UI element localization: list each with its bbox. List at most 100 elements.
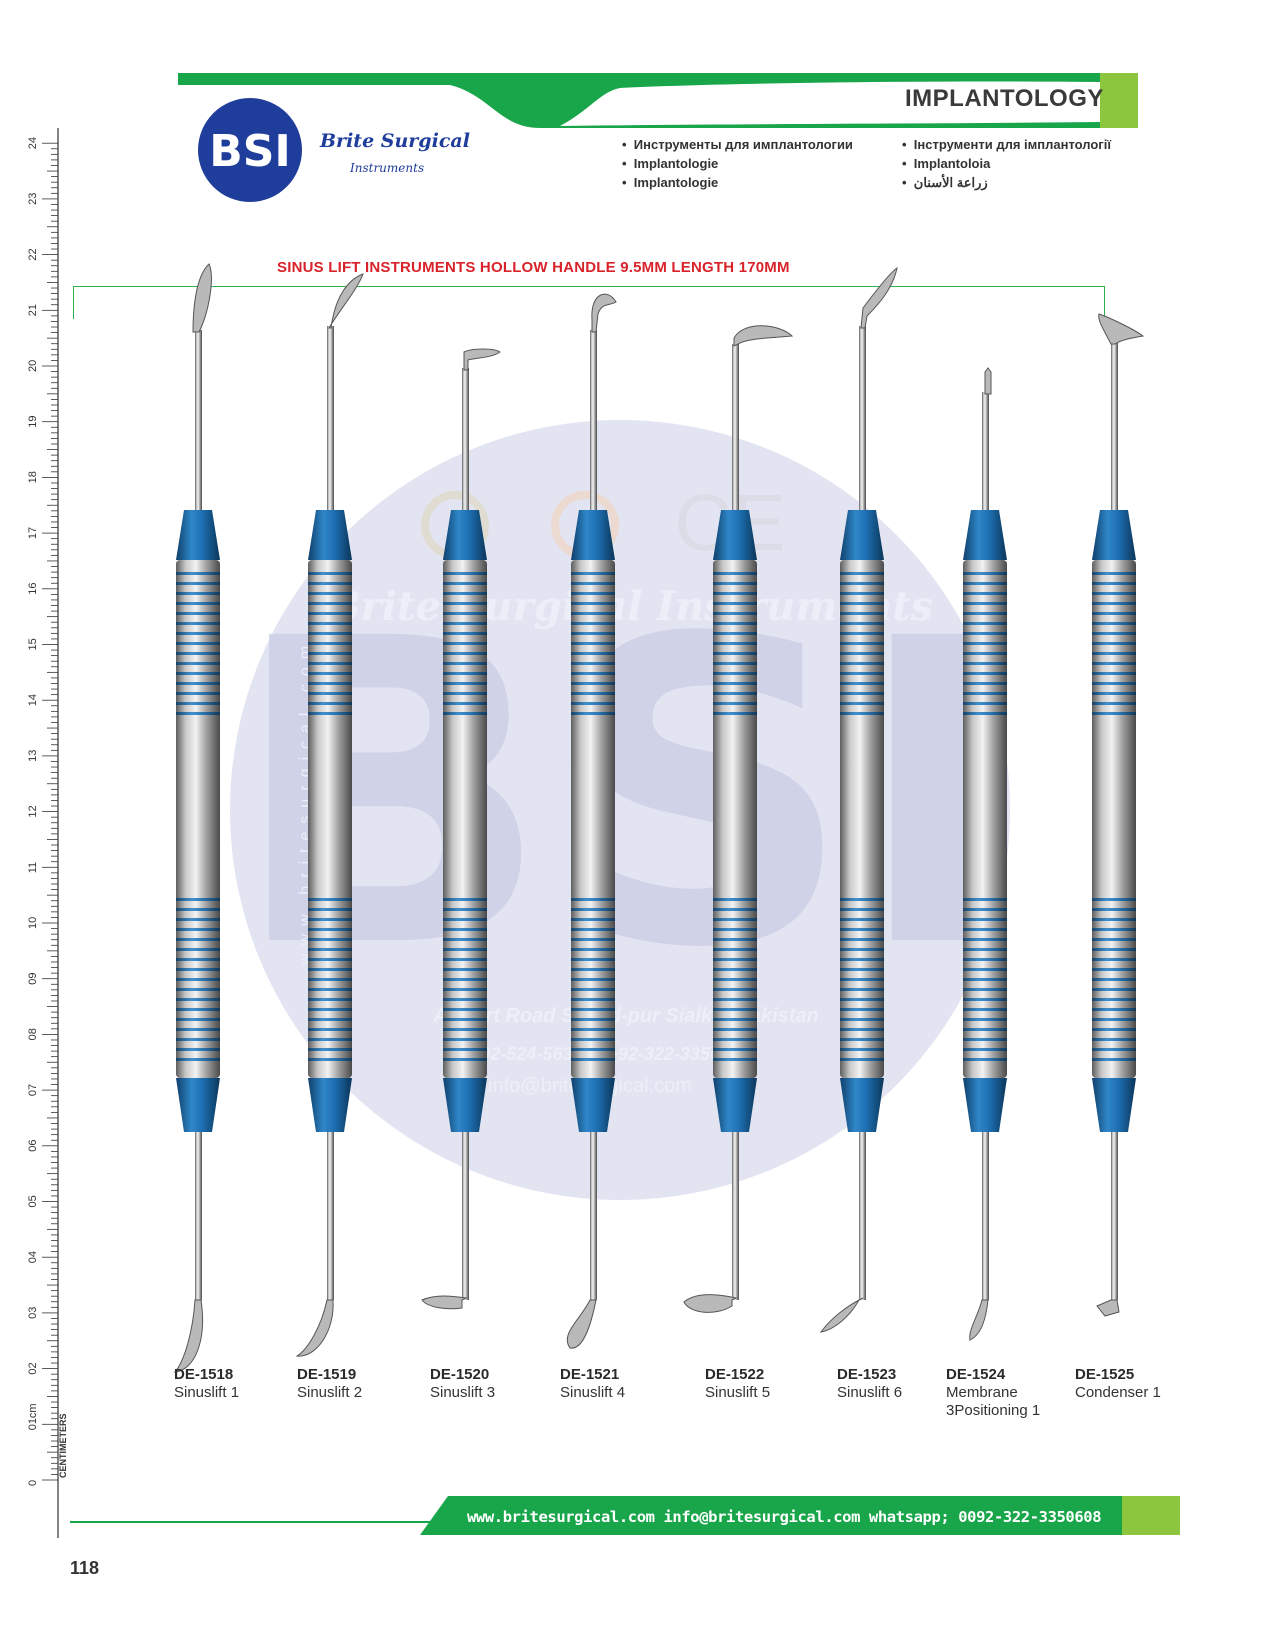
grip-ring (1092, 582, 1136, 585)
grip-ring (713, 948, 757, 951)
grip-ring (571, 632, 615, 635)
grip-ring (840, 622, 884, 625)
grip-ring (443, 702, 487, 705)
grip-ring (840, 592, 884, 595)
blue-collar-bottom (176, 1078, 220, 1132)
grip-ring (840, 692, 884, 695)
grip-ring (1092, 908, 1136, 911)
grip-ring (1092, 968, 1136, 971)
grip-ring (840, 948, 884, 951)
section-title: IMPLANTOLOGY (905, 85, 1104, 112)
ruler-label: 21 (27, 304, 39, 316)
grip-ring (713, 988, 757, 991)
grip-ring (443, 612, 487, 615)
grip-ring (713, 1048, 757, 1051)
grip-ring (308, 958, 352, 961)
grip-ring (308, 592, 352, 595)
grip-ring (840, 1028, 884, 1031)
grip-ring (963, 692, 1007, 695)
working-tip-top (733, 325, 794, 347)
grip-ring (308, 632, 352, 635)
grip-ring (840, 702, 884, 705)
ruler-label: 01cm (27, 1403, 39, 1430)
grip-ring (713, 592, 757, 595)
grip-ring (571, 1018, 615, 1021)
grip-ring (571, 642, 615, 645)
grip-ring (713, 662, 757, 665)
grip-ring (713, 1058, 757, 1061)
ruler-label: 16 (27, 583, 39, 595)
working-shaft-top (732, 344, 739, 510)
product-code: DE-1525 (1075, 1366, 1135, 1383)
grip-ring (571, 1048, 615, 1051)
grip-ring (308, 1048, 352, 1051)
grip-ring (443, 988, 487, 991)
brand-subtitle: Instruments (350, 161, 425, 175)
grip-ring (963, 1038, 1007, 1041)
grip-ring (840, 898, 884, 901)
grip-ring (1092, 662, 1136, 665)
grip-ring (963, 968, 1007, 971)
product-name-line2: 3Positioning 1 (946, 1402, 1041, 1419)
translation-french: Implantologie (622, 173, 853, 192)
grip-ring (1092, 682, 1136, 685)
grip-ring (308, 1008, 352, 1011)
grip-ring (713, 968, 757, 971)
grip-ring (840, 582, 884, 585)
product-name: Sinuslift 1 (174, 1384, 240, 1401)
grip-ring (571, 652, 615, 655)
grip-ring (1092, 602, 1136, 605)
grip-ring (571, 702, 615, 705)
working-shaft-bottom (1111, 1132, 1118, 1300)
blue-collar-top (443, 510, 487, 560)
grip-ring (176, 938, 220, 941)
product-caption: DE-1524 Membrane 3Positioning 1 (946, 1366, 1040, 1420)
grip-ring (443, 1018, 487, 1021)
grip-ring (443, 692, 487, 695)
grip-ring (443, 1048, 487, 1051)
product-code: DE-1523 (837, 1366, 897, 1383)
grip-ring (443, 908, 487, 911)
product-caption: DE-1523 Sinuslift 6 (837, 1366, 902, 1402)
product-name: Sinuslift 2 (297, 1384, 363, 1401)
grip-ring (963, 632, 1007, 635)
grip-ring (713, 652, 757, 655)
grip-ring (443, 592, 487, 595)
instrument-5 (683, 325, 794, 1313)
grip-ring (1092, 898, 1136, 901)
grip-ring (840, 642, 884, 645)
grip-ring (176, 662, 220, 665)
grip-ring (1092, 1028, 1136, 1031)
logo-monogram: BSI (209, 126, 291, 177)
working-shaft-bottom (462, 1132, 469, 1300)
product-name: Sinuslift 4 (560, 1384, 626, 1401)
brand-name: Brite Surgical (320, 130, 470, 152)
grip-ring (443, 918, 487, 921)
grip-ring (963, 602, 1007, 605)
grip-ring (176, 918, 220, 921)
grip-ring (963, 978, 1007, 981)
grip-ring (840, 918, 884, 921)
grip-ring (443, 958, 487, 961)
grip-ring (713, 572, 757, 575)
grip-ring (713, 1018, 757, 1021)
grip-ring (176, 652, 220, 655)
product-caption: DE-1520 Sinuslift 3 (430, 1366, 495, 1402)
heading-bracket (73, 286, 1105, 319)
working-tip-bottom (1096, 1299, 1120, 1317)
grip-ring (713, 632, 757, 635)
grip-ring (1092, 612, 1136, 615)
footer-band (70, 1496, 1180, 1535)
grip-ring (840, 662, 884, 665)
grip-ring (176, 612, 220, 615)
grip-ring (308, 918, 352, 921)
grip-ring (840, 958, 884, 961)
instrument-2 (295, 273, 364, 1357)
instrument-3 (421, 348, 501, 1310)
grip-ring (443, 1038, 487, 1041)
product-code: DE-1521 (560, 1366, 620, 1383)
product-code: DE-1519 (297, 1366, 357, 1383)
grip-ring (1092, 712, 1136, 715)
grip-ring (840, 938, 884, 941)
grip-ring (1092, 988, 1136, 991)
